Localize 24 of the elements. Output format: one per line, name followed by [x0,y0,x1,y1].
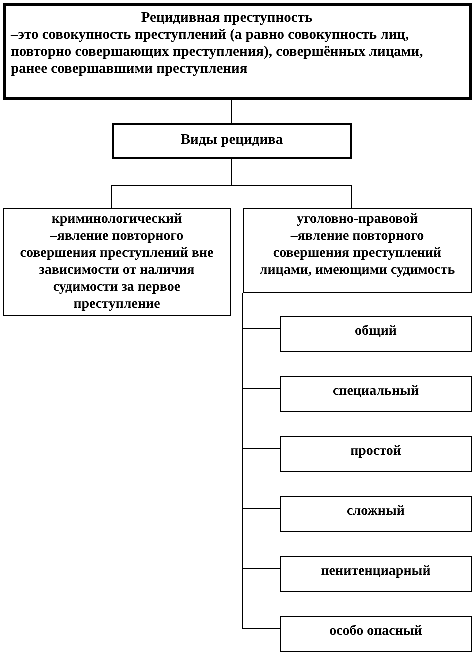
subtype-box [280,496,472,532]
heading-text: Рецидивная преступность [140,10,314,27]
box-label: сложный [346,503,406,520]
subtype-box [280,616,472,652]
box-label: пенитенциарный [320,563,432,580]
box-label: простой [350,443,402,460]
type-box [3,208,231,316]
definition-box [3,3,472,100]
subtype-box [280,376,472,412]
box-label: общий [354,323,398,340]
subtype-box [280,436,472,472]
definition-text: –это совокупность преступлений (а равно совокупность лиц, повторно совершающих преступления), совершённых лицами, ранее совершавшими преступления [11,27,424,78]
heading-text: уголовно-правовой [296,211,420,228]
definition-text: –явление повторного совершения преступлений вне зависимости от наличия судимости за первое преступление [19,228,215,313]
heading-text: криминологический [50,211,184,228]
subtype-box [280,316,472,352]
type-box [243,208,472,293]
definition-text: –явление повторного совершения преступлений лицами, имеющими судимость [258,228,456,279]
box-label: Виды рецидива [180,132,284,149]
connector-line [232,158,352,208]
category-box [112,123,352,159]
subtype-box [280,556,472,592]
box-label: особо опасный [328,623,424,640]
box-label: специальный [332,383,420,400]
